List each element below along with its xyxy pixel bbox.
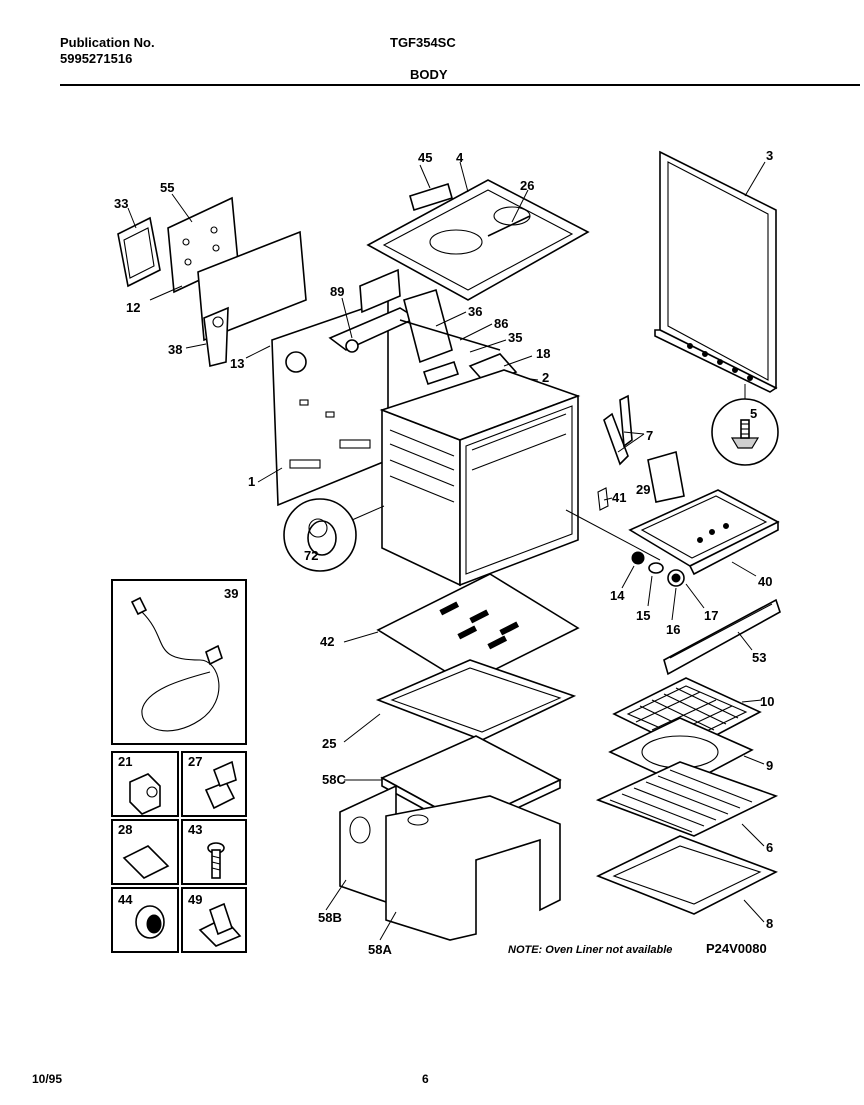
oven-liner-part bbox=[339, 784, 561, 941]
publication-number: 5995271516 bbox=[60, 51, 133, 66]
callout-58C: 58C bbox=[322, 772, 346, 787]
callout-27: 27 bbox=[188, 754, 202, 769]
header-divider bbox=[60, 84, 860, 86]
callout-38: 38 bbox=[168, 342, 182, 357]
callout-18: 18 bbox=[536, 346, 550, 361]
callout-42: 42 bbox=[320, 634, 334, 649]
callout-58A: 58A bbox=[368, 942, 392, 957]
callout-33: 33 bbox=[114, 196, 128, 211]
trim-part bbox=[663, 598, 781, 676]
callout-17: 17 bbox=[704, 608, 718, 623]
callout-13: 13 bbox=[230, 356, 244, 371]
lamp-parts bbox=[631, 551, 685, 587]
callout-10: 10 bbox=[760, 694, 774, 709]
screw-inset bbox=[181, 819, 247, 885]
manifold-assembly-part bbox=[328, 268, 518, 386]
callout-2: 2 bbox=[542, 370, 549, 385]
callout-25: 25 bbox=[322, 736, 336, 751]
callout-89: 89 bbox=[330, 284, 344, 299]
callout-40: 40 bbox=[758, 574, 772, 589]
callout-3: 3 bbox=[766, 148, 773, 163]
burner-baffle-part bbox=[375, 659, 577, 741]
footer-date: 10/95 bbox=[32, 1072, 63, 1086]
power-cord-inset bbox=[111, 579, 247, 745]
drawing-code: P24V0080 bbox=[706, 941, 767, 956]
callout-7: 7 bbox=[646, 428, 653, 443]
callout-9: 9 bbox=[766, 758, 773, 773]
footer-page-number: 6 bbox=[422, 1072, 429, 1086]
callout-29: 29 bbox=[636, 482, 650, 497]
callout-14: 14 bbox=[610, 588, 625, 603]
burner-bracket-part bbox=[203, 306, 229, 367]
callout-55: 55 bbox=[160, 180, 174, 195]
door-hinge-part bbox=[597, 394, 685, 511]
oven-body-part bbox=[379, 369, 581, 587]
callout-43: 43 bbox=[188, 822, 202, 837]
callout-26: 26 bbox=[520, 178, 534, 193]
callout-12: 12 bbox=[126, 300, 140, 315]
callout-5: 5 bbox=[750, 406, 757, 421]
broiler-housing-part bbox=[628, 489, 780, 576]
callout-44: 44 bbox=[118, 892, 133, 907]
drip-tray-part bbox=[596, 835, 778, 915]
section-title: BODY bbox=[410, 67, 448, 82]
callout-72: 72 bbox=[304, 548, 318, 563]
callout-21: 21 bbox=[118, 754, 132, 769]
side-panel-part bbox=[654, 150, 778, 393]
spacer-inset bbox=[181, 887, 247, 953]
burner-orifice-part bbox=[283, 498, 357, 572]
callout-15: 15 bbox=[636, 608, 650, 623]
callout-8: 8 bbox=[766, 916, 773, 931]
oven-rack-part bbox=[595, 761, 779, 837]
callout-16: 16 bbox=[666, 622, 680, 637]
callout-45: 45 bbox=[418, 150, 432, 165]
callout-6: 6 bbox=[766, 840, 773, 855]
broiler-grid-part bbox=[612, 677, 762, 751]
publication-label: Publication No. bbox=[60, 35, 155, 50]
callout-49: 49 bbox=[188, 892, 202, 907]
insert-inset bbox=[111, 751, 179, 817]
top-support-part bbox=[366, 179, 590, 301]
callout-86: 86 bbox=[494, 316, 508, 331]
callout-28: 28 bbox=[118, 822, 132, 837]
callout-58B: 58B bbox=[318, 910, 342, 925]
callout-39: 39 bbox=[224, 586, 238, 601]
clip-inset bbox=[181, 751, 247, 817]
callout-36: 36 bbox=[468, 304, 482, 319]
model-number: TGF354SC bbox=[390, 35, 456, 50]
callout-35: 35 bbox=[508, 330, 522, 345]
callout-4: 4 bbox=[456, 150, 464, 165]
bushing-inset bbox=[111, 887, 179, 953]
callout-41: 41 bbox=[612, 490, 626, 505]
oven-bottom-part bbox=[376, 573, 580, 685]
callout-53: 53 bbox=[752, 650, 766, 665]
back-panel-part bbox=[197, 230, 389, 507]
leveling-leg-part bbox=[711, 398, 779, 466]
oven-liner-note: NOTE: Oven Liner not available bbox=[508, 944, 672, 956]
callout-1: 1 bbox=[248, 474, 255, 489]
bracket-inset bbox=[111, 819, 179, 885]
